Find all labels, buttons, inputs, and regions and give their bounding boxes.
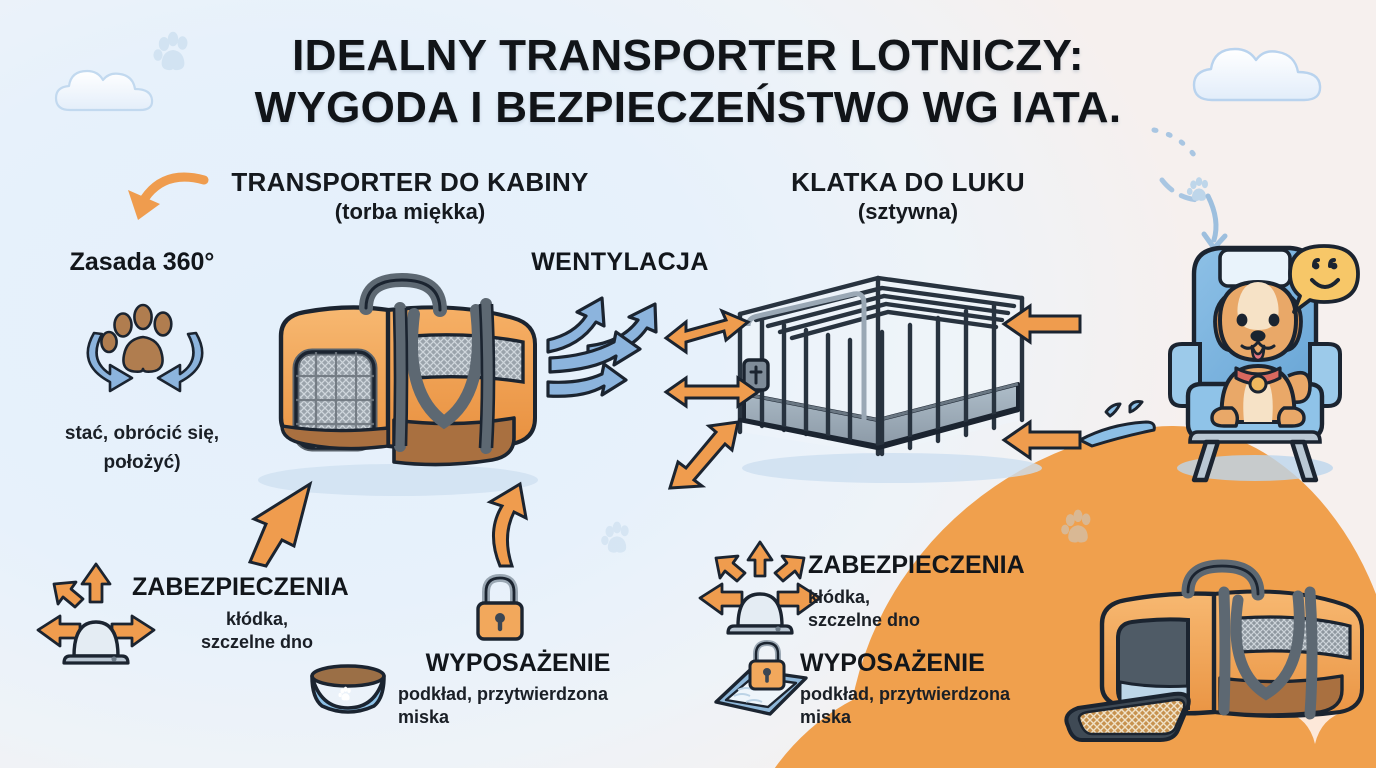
orange-arrow-icon: [663, 308, 761, 490]
hold-security-line-2: szczelne dno: [808, 610, 921, 631]
rule-360-line-1: stać, obrócić się,: [64, 423, 220, 444]
sealed-base-icon: [36, 562, 156, 665]
title-line-2: WYGODA I BEZPIECZEŃSTWO WG IATA.: [254, 82, 1122, 132]
rule-360-line-2: położyć): [103, 451, 181, 473]
hard-crate-icon: [737, 275, 1042, 483]
orange-arrow-icon: [1001, 303, 1082, 461]
hold-equipment-line-2: miska: [800, 707, 852, 728]
orange-arrow-icon: [128, 172, 209, 220]
absorbent-pad-icon: [714, 639, 808, 716]
paw-print-icon: [600, 520, 634, 556]
hold-security-title: ZABEZPIECZENIA: [808, 551, 1025, 579]
rule-360-title: Zasada 360°: [69, 248, 215, 276]
section-heading-cabin: TRANSPORTER DO KABINY (torba miękka): [190, 167, 630, 226]
cloud-icon: [1188, 32, 1338, 111]
airplane-seat-icon: [1168, 245, 1342, 483]
airflow-arrow-icon: [546, 296, 658, 398]
cabin-heading-text: TRANSPORTER DO KABINY: [231, 167, 589, 197]
section-heading-hold: KLATKA DO LUKU (sztywna): [748, 167, 1068, 226]
title-line-1: IDEALNY TRANSPORTER LOTNICZY:: [292, 31, 1084, 80]
cabin-security-line-2: szczelne dno: [200, 632, 314, 653]
hold-equipment-title: WYPOSAŻENIE: [800, 649, 985, 677]
padlock-icon: [476, 573, 524, 641]
soft-carrier-icon: [1064, 559, 1364, 742]
hold-subheading-text: (sztywna): [857, 198, 959, 224]
soft-carrier-icon: [258, 272, 538, 496]
hold-security-block: ZABEZPIECZENIA kłódka, szczelne dno: [808, 550, 1058, 633]
cabin-security-line-1: kłódka,: [225, 609, 289, 629]
hold-equipment-block: WYPOSAŻENIE podkład, przytwierdzona misk…: [800, 648, 1050, 730]
hold-equipment-line-1: podkład, przytwierdzona: [800, 684, 1011, 704]
rule-360-block: Zasada 360°: [22, 248, 262, 277]
cabin-equipment-block: WYPOSAŻENIE podkład, przytwierdzona misk…: [398, 648, 638, 730]
dog-icon: [1210, 280, 1312, 428]
cabin-equipment-line-1: podkład, przytwierdzona: [398, 684, 609, 704]
cabin-equipment-title: WYPOSAŻENIE: [425, 649, 611, 677]
padlock-icon: [748, 639, 786, 691]
orange-arrow-icon: [247, 480, 313, 568]
water-splash-icon: [1078, 400, 1156, 448]
cabin-security-title: ZABEZPIECZENIA: [132, 573, 349, 601]
sealed-base-icon: [698, 540, 822, 635]
ventilation-label: WENTYLACJA: [531, 248, 709, 276]
paw-trail-arrow-icon: [1151, 127, 1228, 251]
page-title: IDEALNY TRANSPORTER LOTNICZY: WYGODA I B…: [0, 30, 1376, 134]
paw-print-icon: [152, 30, 194, 74]
cabin-security-block: ZABEZPIECZENIA kłódka, szczelne dno: [132, 572, 382, 655]
rule-360-description: stać, obrócić się, położyć): [22, 418, 262, 475]
cabin-equipment-line-2: miska: [398, 707, 450, 728]
hold-heading-text: KLATKA DO LUKU: [791, 167, 1025, 197]
paw-print-icon: [1060, 508, 1096, 546]
cabin-subheading-text: (torba miękka): [334, 198, 486, 224]
rotation-paw-icon: [86, 303, 204, 393]
cloud-icon: [52, 60, 162, 119]
smiley-speech-bubble-icon: [1288, 244, 1360, 314]
hold-security-line-1: kłódka,: [808, 587, 871, 607]
pet-bowl-icon: [310, 664, 386, 714]
orange-arrow-icon: [486, 481, 528, 568]
